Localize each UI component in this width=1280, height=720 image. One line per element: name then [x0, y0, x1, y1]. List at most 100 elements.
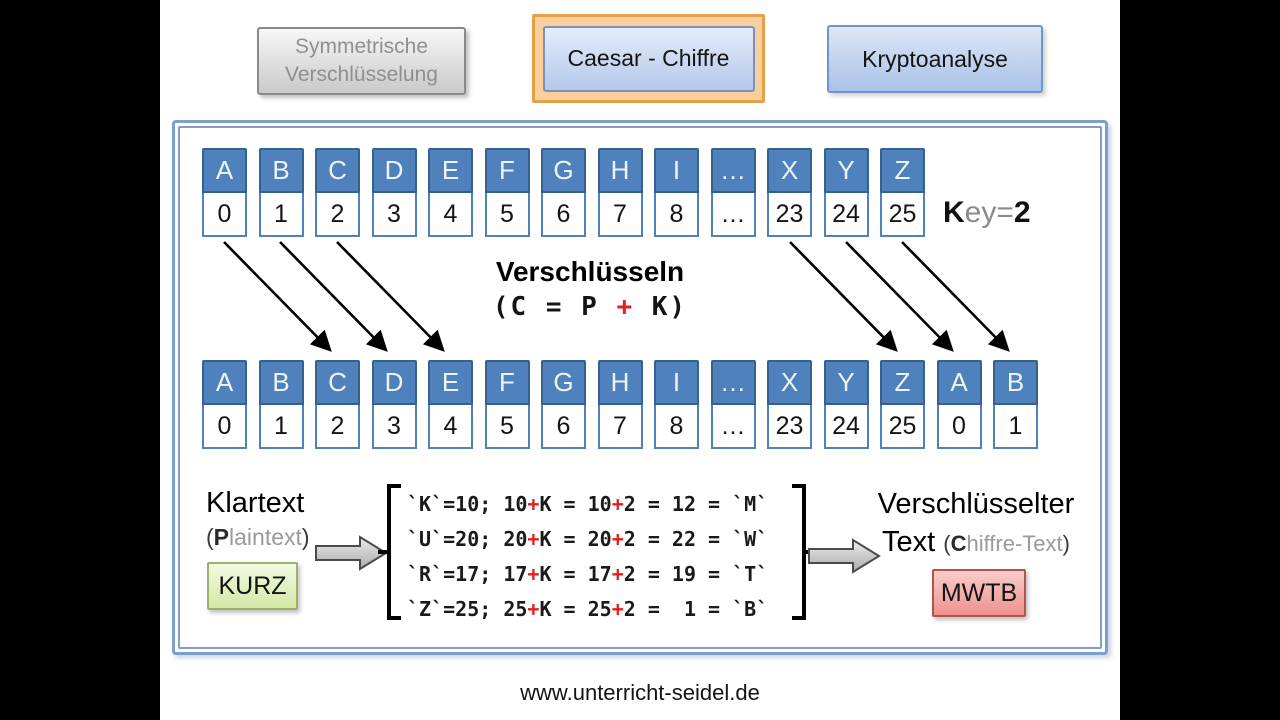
cell-number: 25	[880, 193, 925, 237]
cell-number: 0	[202, 193, 247, 237]
alphabet-cell: ……	[710, 148, 756, 237]
cell-number: 3	[371, 405, 417, 449]
paren-close: )	[301, 524, 310, 550]
key-equals: =	[996, 196, 1014, 229]
bracket-left	[378, 484, 401, 620]
nav-button-label: Kryptoanalyse	[862, 45, 1008, 72]
key-gray-ey: ey	[964, 196, 997, 229]
ciphertext-title: Verschlüsselter Text (Chiffre-Text)	[861, 486, 1091, 561]
cell-number: 8	[654, 405, 699, 449]
cell-number: 0	[202, 405, 247, 449]
cell-number: 5	[484, 193, 530, 237]
cell-number: 24	[823, 405, 869, 449]
cell-number: 1	[258, 405, 304, 449]
nav-button-label: Caesar - Chiffre	[567, 45, 730, 71]
cell-letter: D	[371, 148, 417, 193]
cell-letter: E	[428, 148, 473, 193]
red-plus: +	[527, 562, 540, 586]
cell-letter: C	[315, 148, 360, 193]
nav-button-caesar-chiffre[interactable]: Caesar - Chiffre	[542, 25, 755, 92]
cell-number: 6	[541, 193, 586, 237]
nav-button-symmetrische-verschluesselung[interactable]: Symmetrische Verschlüsselung	[257, 27, 466, 95]
key-value: 2	[1013, 196, 1031, 229]
plaintext-subtitle: (Plaintext)	[206, 524, 310, 551]
equation-line: `K`=10; 10+K = 10+2 = 12 = `M`	[407, 492, 769, 516]
red-plus: +	[527, 492, 540, 516]
cell-number: 1	[993, 405, 1038, 449]
equation-line: `Z`=25; 25+K = 25+2 = 1 = `B`	[407, 597, 769, 621]
ciphertext-title-line2: Text	[882, 525, 936, 558]
cell-letter: A	[936, 360, 982, 405]
cell-letter: D	[371, 360, 417, 405]
cell-letter: C	[315, 360, 360, 405]
cell-letter: Z	[880, 360, 925, 405]
cell-letter: I	[654, 148, 699, 193]
slide-stage: Symmetrische Verschlüsselung Caesar - Ch…	[160, 0, 1120, 720]
flow-arrow-icon	[315, 535, 388, 571]
cell-number: 4	[428, 193, 473, 237]
cell-letter: …	[710, 148, 756, 193]
nav-button-kryptoanalyse[interactable]: Kryptoanalyse	[827, 25, 1043, 93]
cell-number: 1	[258, 193, 304, 237]
nav-button-caesar-active-outline: Caesar - Chiffre	[532, 14, 765, 103]
red-plus: +	[611, 492, 624, 516]
cell-letter: F	[484, 148, 530, 193]
key-label: Key=2	[943, 196, 1031, 230]
plaintext-gray-text: laintext	[229, 524, 302, 550]
encrypt-formula: (C = P + K)	[492, 292, 688, 322]
cell-number: 23	[767, 193, 812, 237]
ciphertext-word-box: MWTB	[932, 569, 1026, 617]
ciphertext-bold-c: C	[950, 530, 967, 556]
cell-letter: …	[710, 360, 756, 405]
calculation-lines: `K`=10; 10+K = 10+2 = 12 = `M``U`=20; 20…	[407, 487, 791, 627]
cell-letter: G	[541, 148, 586, 193]
cell-number: 0	[936, 405, 982, 449]
alphabet-cell: ……	[710, 360, 756, 449]
cell-number: 24	[823, 193, 869, 237]
paren-close: )	[1062, 530, 1070, 556]
diagram-frame-inner	[178, 126, 1102, 649]
ciphertext-title-line1: Verschlüsselter	[877, 488, 1075, 520]
cell-letter: Y	[823, 148, 869, 193]
red-plus: +	[611, 562, 624, 586]
cell-letter: F	[484, 360, 530, 405]
cell-letter: B	[258, 360, 304, 405]
cell-letter: E	[428, 360, 473, 405]
paren-open: (	[943, 530, 951, 556]
ciphertext-word: MWTB	[940, 578, 1018, 607]
footer-url: www.unterricht-seidel.de	[520, 680, 760, 705]
plaintext-bold-p: P	[213, 524, 230, 550]
cell-letter: A	[202, 360, 247, 405]
cell-number: …	[710, 405, 756, 449]
plaintext-title: Klartext	[206, 487, 305, 519]
cell-letter: X	[767, 148, 812, 193]
cell-letter: I	[654, 360, 699, 405]
paren-open: (	[206, 524, 214, 550]
cell-letter: B	[258, 148, 304, 193]
key-bold-k: K	[943, 196, 965, 229]
cell-number: 2	[315, 193, 360, 237]
cell-letter: H	[597, 360, 643, 405]
red-plus: +	[527, 597, 540, 621]
cell-letter: A	[202, 148, 247, 193]
ciphertext-subtitle: (Chiffre-Text)	[943, 531, 1070, 556]
cell-number: 3	[371, 193, 417, 237]
